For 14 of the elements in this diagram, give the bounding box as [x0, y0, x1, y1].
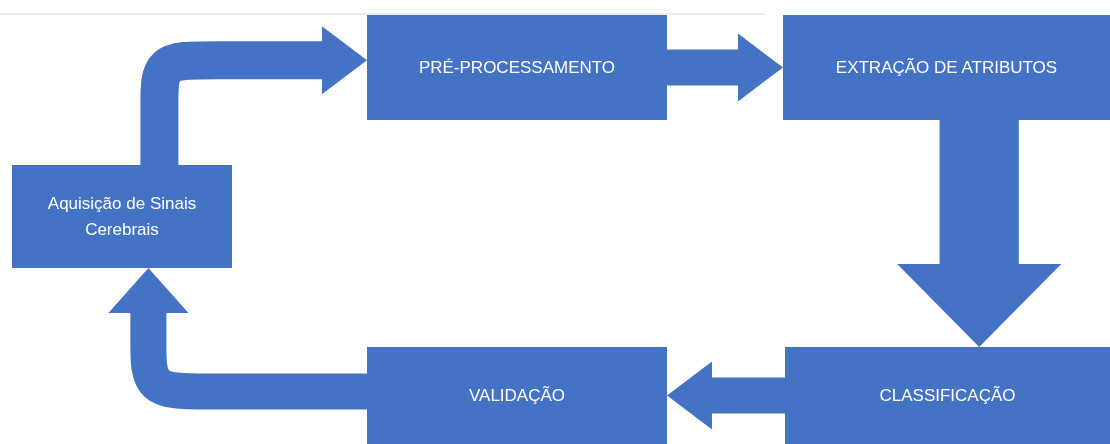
process-box [367, 347, 667, 444]
box-label: Aquisição de Sinais Cerebrais [46, 193, 198, 241]
block-arrow [667, 33, 783, 102]
box-label: PRÉ-PROCESSAMENTO [418, 56, 616, 79]
box-label: VALIDAÇÃO [468, 384, 566, 407]
process-box [785, 347, 1110, 444]
process-box [783, 15, 1110, 120]
block-arrow [667, 361, 785, 430]
process-box [12, 165, 232, 268]
box-label: EXTRAÇÃO DE ATRIBUTOS [835, 56, 1058, 79]
block-arrow [108, 268, 367, 410]
box-label: CLASSIFICAÇÃO [879, 384, 1016, 407]
block-arrow [897, 120, 1062, 347]
process-box [367, 15, 667, 120]
